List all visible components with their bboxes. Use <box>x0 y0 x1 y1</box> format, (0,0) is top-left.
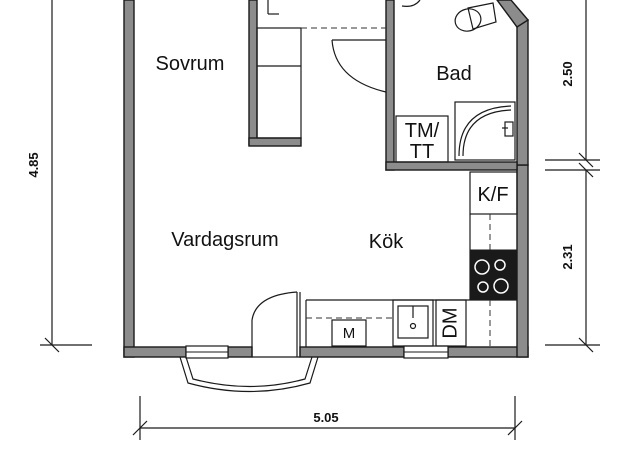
bedroom-partition-bottom <box>248 137 302 147</box>
bottom-window-right <box>403 345 449 359</box>
wardrobe <box>256 0 386 139</box>
right-wall-upper <box>516 19 529 166</box>
room-label-bath: Bad <box>436 63 472 85</box>
left-wall <box>123 0 135 358</box>
dimension-left-label: 4.85 <box>26 152 41 177</box>
washer-dryer-label-2: TT <box>410 141 434 163</box>
fridge-freezer-label: K/F <box>477 184 508 206</box>
bottom-wall-right <box>447 346 529 358</box>
entrance-door <box>251 291 301 358</box>
toilet <box>401 0 497 32</box>
interior-walls <box>248 0 518 171</box>
dishwasher: DM <box>435 299 467 347</box>
fridge-freezer: K/F <box>469 171 518 215</box>
right-wall-angle <box>496 0 530 28</box>
right-wall-lower <box>516 164 529 358</box>
microwave-label: M <box>343 325 356 342</box>
bottom-wall-mid <box>299 346 405 358</box>
shower <box>454 101 516 161</box>
microwave: M <box>331 319 367 347</box>
bath-door <box>331 39 387 93</box>
stove <box>469 249 518 301</box>
dimension-right-lower-label: 2.31 <box>560 244 575 269</box>
dishwasher-label: DM <box>439 307 461 338</box>
bath-left-wall <box>385 0 395 171</box>
dimension-bottom: 5.05 <box>132 396 523 440</box>
bay-window <box>179 356 319 393</box>
dimension-right-upper-label: 2.50 <box>560 61 575 86</box>
dimension-right-lower: 2.31 <box>545 162 600 353</box>
dimension-bottom-label: 5.05 <box>313 410 338 425</box>
sink <box>392 299 434 347</box>
room-label-bedroom: Sovrum <box>156 53 225 75</box>
bottom-wall-mid-left <box>227 346 253 358</box>
room-label-kitchen: Kök <box>369 231 404 253</box>
washer-dryer: TM/ TT <box>395 115 449 163</box>
dimension-left: 4.85 <box>26 0 92 353</box>
washer-dryer-label-1: TM/ <box>405 120 440 142</box>
dimension-right-upper: 2.50 <box>545 0 600 168</box>
bath-bottom-wall <box>385 161 518 171</box>
bottom-wall-left <box>123 346 187 358</box>
room-label-living: Vardagsrum <box>171 229 278 251</box>
bedroom-partition-wall <box>248 0 258 146</box>
bottom-window-left <box>185 345 229 359</box>
